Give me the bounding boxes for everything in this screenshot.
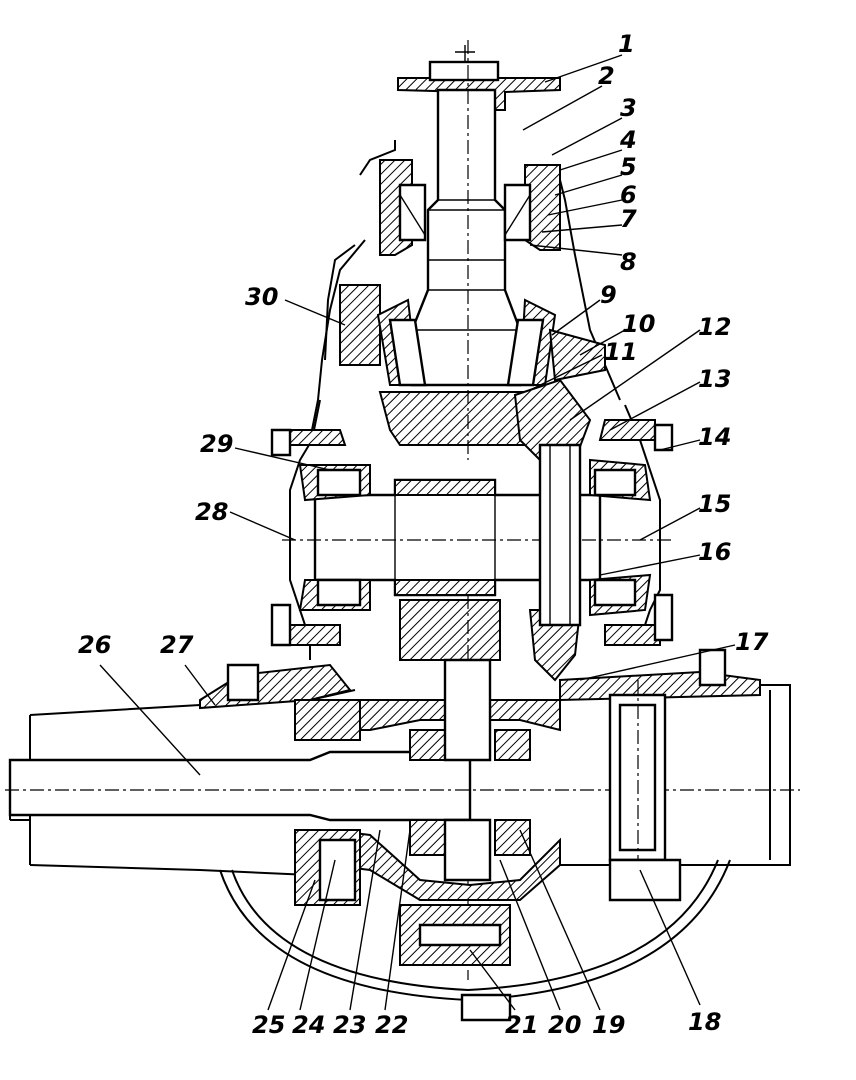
pinion-shaft <box>410 88 522 387</box>
callout-2: 2 <box>598 62 615 90</box>
callout-27: 27 <box>160 631 194 659</box>
callout-24: 24 <box>292 1011 326 1039</box>
callout-23: 23 <box>333 1011 367 1039</box>
callout-21: 21 <box>505 1011 539 1039</box>
callout-29: 29 <box>200 430 234 458</box>
callout-11: 11 <box>604 338 638 366</box>
callout-15: 15 <box>698 490 732 518</box>
callout-7: 7 <box>620 205 637 233</box>
axle-housing-right <box>559 648 791 902</box>
callout-10: 10 <box>622 310 656 338</box>
driven-bevel-gear <box>513 378 592 682</box>
leader-lines <box>99 54 736 1011</box>
callout-8: 8 <box>620 248 637 276</box>
pinion-bearings <box>388 183 545 387</box>
carrier-housing <box>270 399 674 660</box>
callout-30: 30 <box>245 283 279 311</box>
callout-4: 4 <box>620 126 637 154</box>
callout-20: 20 <box>548 1011 582 1039</box>
intermediate-shaft <box>282 478 672 597</box>
callout-1: 1 <box>618 30 635 58</box>
callout-25: 25 <box>252 1011 286 1039</box>
ring-gear <box>399 904 511 966</box>
callout-3: 3 <box>620 94 637 122</box>
callout-13: 13 <box>698 365 732 393</box>
callout-19: 19 <box>592 1011 626 1039</box>
intermediate-left-bearing <box>298 464 371 611</box>
differential-case <box>329 658 561 901</box>
callout-22: 22 <box>375 1011 409 1039</box>
callout-17: 17 <box>735 628 769 656</box>
callout-9: 9 <box>600 281 617 309</box>
oil-pan <box>219 859 731 1022</box>
callout-12: 12 <box>698 313 732 341</box>
callout-14: 14 <box>698 423 732 451</box>
callout-6: 6 <box>620 181 637 209</box>
intermediate-right-bearing <box>589 458 652 617</box>
callout-5: 5 <box>620 153 637 181</box>
callout-18: 18 <box>688 1008 722 1036</box>
axle-shaft <box>5 750 800 822</box>
callout-28: 28 <box>195 498 229 526</box>
callout-16: 16 <box>698 538 732 566</box>
callout-26: 26 <box>78 631 112 659</box>
